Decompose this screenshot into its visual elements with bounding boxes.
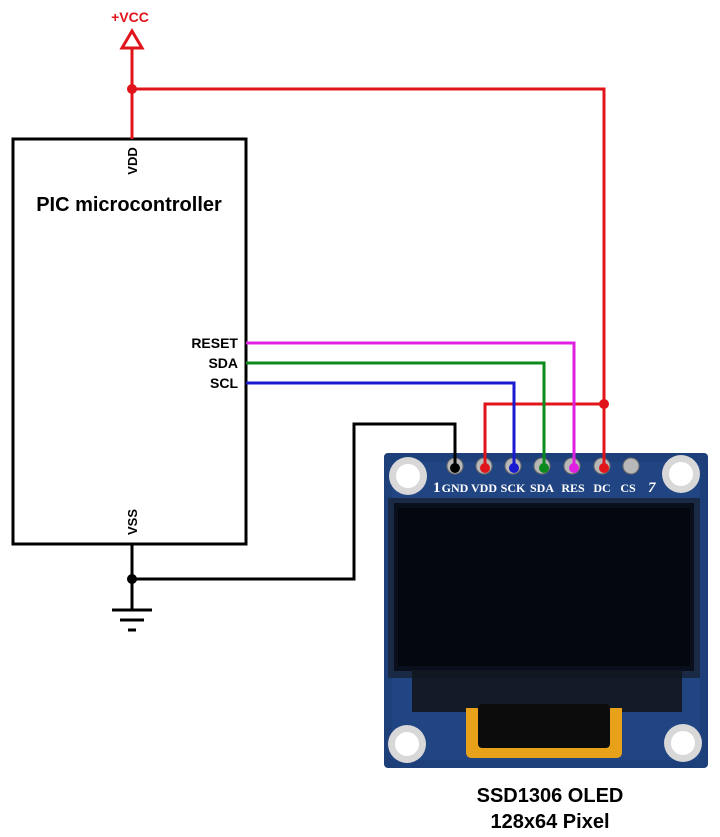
oled-pin-gnd: GND [442, 481, 469, 495]
oled-active-area [398, 508, 690, 666]
wire-vcc-oled [483, 402, 604, 464]
mounting-hole-tr [662, 455, 700, 493]
mounting-hole-bl [388, 725, 426, 763]
mcu-pin-vdd: VDD [125, 147, 140, 174]
oled-pin-sda: SDA [530, 481, 554, 495]
oled-pin-number-last: 7 [648, 480, 656, 496]
oled-pin-cs: CS [620, 481, 636, 495]
header-wire-ends [450, 463, 609, 473]
mounting-hole-br [664, 724, 702, 762]
oled-caption-line1: SSD1306 OLED [477, 785, 624, 807]
oled-pin-number-first: 1 [433, 480, 441, 496]
mcu-pin-sda: SDA [208, 355, 238, 371]
mcu-pin-scl: SCL [210, 375, 238, 391]
oled-pin-vdd: VDD [471, 481, 497, 495]
junctions [127, 84, 609, 584]
mcu-pin-reset: RESET [191, 335, 238, 351]
wires [130, 49, 606, 610]
oled-pin-dc: DC [593, 481, 610, 495]
oled-module [384, 453, 708, 768]
ground-icon [112, 608, 152, 632]
oled-pin-sck: SCK [501, 481, 526, 495]
junction-vcc [127, 84, 137, 94]
junction-dc [599, 399, 609, 409]
wire-reset [246, 341, 576, 464]
vcc-arrow-icon [119, 28, 145, 50]
flex-ribbon-dark [478, 704, 610, 748]
oled-pin-res: RES [561, 481, 585, 495]
mounting-hole-tl [389, 457, 427, 495]
oled-caption-line2: 128x64 Pixel [491, 811, 610, 833]
mcu-pin-vss: VSS [125, 509, 140, 535]
junction-gnd [127, 574, 137, 584]
mcu-box [11, 137, 248, 546]
wire-vcc-dc [132, 87, 606, 464]
wire-sda [246, 361, 546, 464]
wire-gnd-oled [132, 422, 457, 581]
vcc-label: +VCC [111, 9, 149, 25]
wire-scl [246, 381, 516, 464]
mcu-title: PIC microcontroller [36, 194, 222, 216]
